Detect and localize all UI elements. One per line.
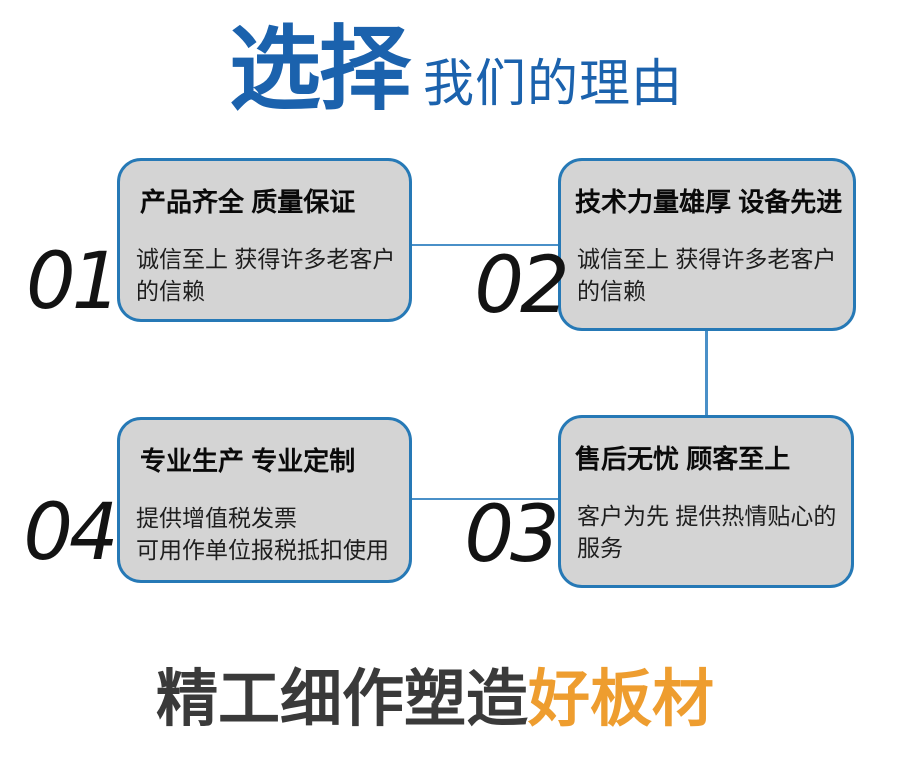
feature-card-04-title: 专业生产 专业定制 xyxy=(140,446,356,476)
footer-slogan-highlight: 好板材 xyxy=(528,665,715,734)
footer-slogan-text: 精工细作塑造 xyxy=(155,665,528,734)
page-title: 选择 我们的理由 xyxy=(229,22,683,119)
feature-card-01: 产品齐全 质量保证 诚信至上 获得许多老客户 的信赖 xyxy=(117,158,412,322)
step-number-03: 03 xyxy=(464,490,559,580)
feature-card-02-title: 技术力量雄厚 设备先进 xyxy=(575,187,843,217)
feature-card-04: 专业生产 专业定制 提供增值税发票 可用作单位报税抵扣使用 xyxy=(117,417,412,583)
feature-card-01-title: 产品齐全 质量保证 xyxy=(140,187,356,217)
page-title-highlight: 选择 xyxy=(229,19,411,121)
step-number-01: 01 xyxy=(26,237,121,327)
feature-card-01-description: 诚信至上 获得许多老客户 的信赖 xyxy=(136,246,396,304)
feature-card-03-description: 客户为先 提供热情贴心的 服务 xyxy=(577,503,837,561)
feature-card-02-description: 诚信至上 获得许多老客户 的信赖 xyxy=(577,246,837,304)
connector-line-vertical xyxy=(705,330,708,416)
feature-card-03-title: 售后无忧 顾客至上 xyxy=(575,444,791,474)
step-number-04: 04 xyxy=(23,488,118,578)
footer-slogan: 精工细作塑造好板材 xyxy=(0,664,900,735)
step-number-02: 02 xyxy=(474,241,569,331)
page-title-rest: 我们的理由 xyxy=(423,54,684,112)
connector-line-top xyxy=(411,244,559,246)
connector-line-bottom xyxy=(411,498,559,500)
feature-card-03: 售后无忧 顾客至上 客户为先 提供热情贴心的 服务 xyxy=(558,415,854,588)
feature-card-02: 技术力量雄厚 设备先进 诚信至上 获得许多老客户 的信赖 xyxy=(558,158,856,331)
feature-card-04-description: 提供增值税发票 可用作单位报税抵扣使用 xyxy=(136,505,389,563)
